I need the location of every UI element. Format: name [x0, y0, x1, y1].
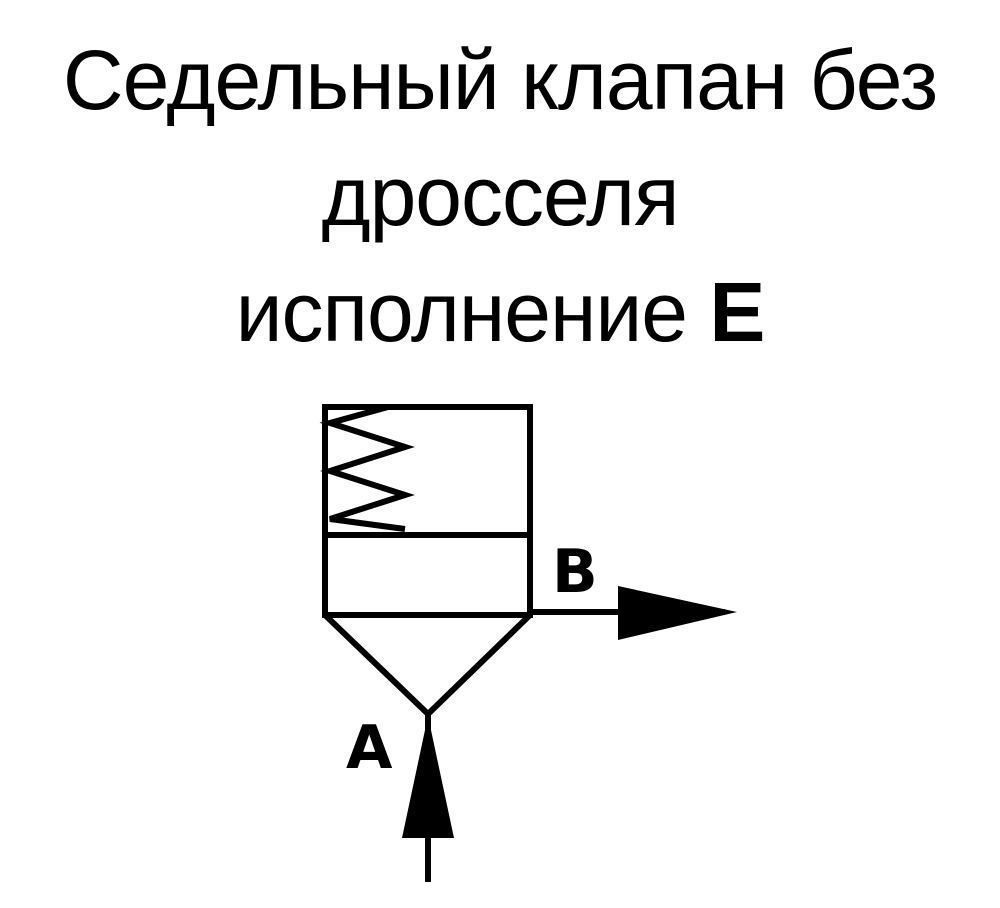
diagram-title: Седельный клапан без дросселя исполнение… — [0, 22, 1000, 370]
title-variant-letter: E — [709, 265, 765, 359]
port-label-a: A — [346, 713, 393, 783]
title-line-1: Седельный клапан без — [62, 33, 938, 127]
spring — [319, 404, 415, 532]
outlet-arrowhead — [618, 586, 737, 640]
valve-seat — [322, 612, 533, 719]
valve-body — [322, 532, 533, 618]
port-label-b: B — [552, 537, 598, 607]
title-line-2: дросселя — [321, 149, 680, 243]
spring-chamber — [322, 404, 533, 538]
title-line-3: исполнение E — [0, 254, 1000, 370]
inlet-arrowhead — [402, 716, 454, 838]
title-variant-prefix: исполнение — [235, 265, 688, 359]
